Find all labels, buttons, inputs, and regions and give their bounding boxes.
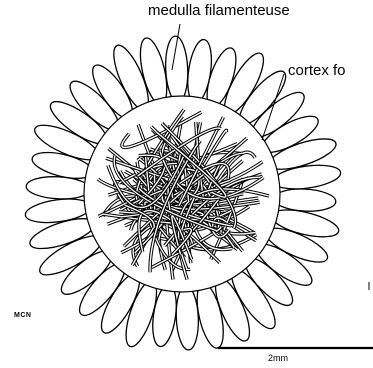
cortex-cell [175,285,200,350]
cortex-cell [26,175,91,200]
cortex-cell [273,188,336,213]
scale-label: 2mm [268,353,288,363]
label-medulla-filamenteuse: medulla filamenteuse [148,2,290,19]
label-cortex: cortex fo [288,62,346,79]
artist-initials: MCN [14,312,31,319]
